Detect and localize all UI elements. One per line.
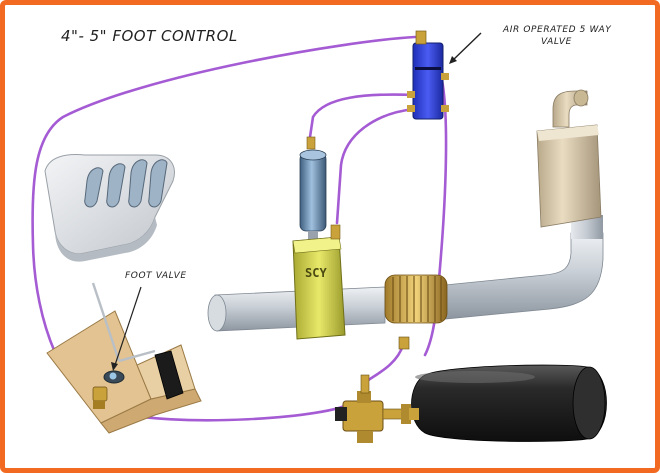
foot-control-diagram: SCY — [31, 30, 607, 443]
gate-valve-marking: SCY — [305, 266, 327, 280]
air-hose-valve-to-cylinder — [308, 93, 417, 139]
air-valve-label-line1: AIR OPERATED 5 WAY — [503, 25, 612, 35]
air-hose-regulator-feed — [365, 343, 405, 383]
foot-valve — [46, 282, 202, 434]
air-hose-valve-to-tank — [423, 73, 448, 357]
flex-bellows — [384, 274, 448, 324]
air-valve-label-line2: VALVE — [541, 37, 572, 47]
air-cylinder — [299, 136, 327, 243]
valve-leader-arrowhead — [449, 56, 457, 64]
exhaust-pipe — [207, 232, 604, 332]
air-hose-valve-to-cylinder-lower — [335, 107, 417, 225]
valve-leader-arrow — [451, 32, 482, 62]
foot-valve-leader-arrowhead — [111, 362, 118, 371]
regulator-fitting — [335, 336, 411, 443]
foot-valve-label: FOOT VALVE — [125, 271, 187, 281]
gate-valve: SCY — [292, 224, 346, 340]
air-tank — [409, 364, 607, 442]
air-hoses — [31, 35, 448, 422]
air-hose-outer-loop — [31, 35, 417, 422]
plate-slots — [84, 159, 168, 208]
air-operated-5-way-valve — [407, 30, 449, 120]
foot-valve-leader — [114, 286, 142, 366]
muffler — [536, 89, 603, 239]
diagram-title: 4"- 5" FOOT CONTROL — [61, 27, 238, 45]
mounting-plate — [44, 154, 175, 262]
